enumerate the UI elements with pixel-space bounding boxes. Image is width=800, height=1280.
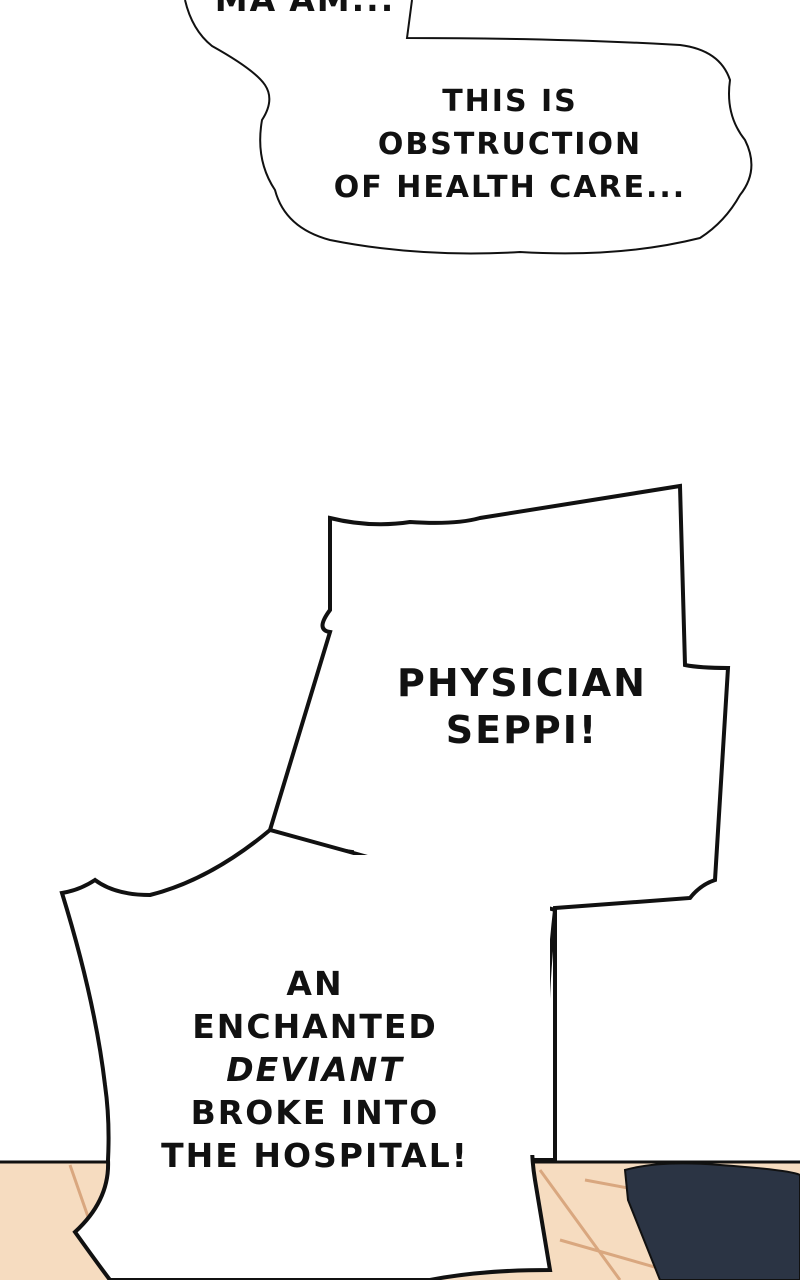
text-line-emphasis: DEVIANT [226,1050,404,1089]
speech-bubble-obstruction [184,0,753,255]
bubble-text-physician: PHYSICIAN SEPPI! [372,660,672,754]
character-hair [623,1162,800,1280]
text-line: OBSTRUCTION [377,127,643,162]
bubble-text-maam: MA'AM... [205,0,405,21]
bubble-text-deviant: AN ENCHANTED DEVIANT BROKE INTO THE HOSP… [145,962,485,1177]
text-line: AN [286,964,344,1003]
text-line: PHYSICIAN [397,661,647,705]
text-line: THE HOSPITAL! [161,1136,469,1175]
text-line: SEPPI! [445,708,599,752]
text-line: THIS IS [442,84,578,119]
text-line: ENCHANTED [192,1007,438,1046]
bubble-text-obstruction: THIS IS OBSTRUCTION OF HEALTH CARE... [300,80,720,209]
text-line: OF HEALTH CARE... [333,170,687,205]
text-line: BROKE INTO [190,1093,440,1132]
